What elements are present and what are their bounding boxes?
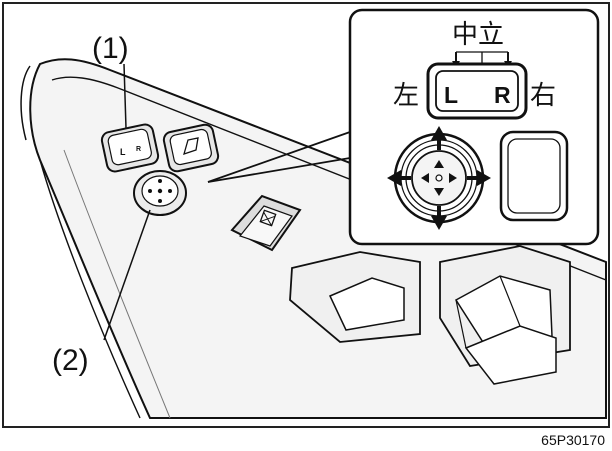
figure-code: 65P30170 [541, 432, 605, 448]
mirror-adjust-knob [133, 170, 187, 216]
inset-detail-panel: 中立 左 右 L R [348, 8, 600, 246]
inset-select-switch: L R [426, 62, 528, 120]
callout-2-label: (2) [52, 344, 89, 377]
tilt-down-arrow [431, 216, 447, 230]
inset-right-letter: R [494, 82, 511, 108]
inset-fold-switch [499, 130, 569, 222]
tilt-up-arrow [431, 126, 447, 140]
neutral-label: 中立 [452, 20, 504, 50]
callout-2-leader [103, 209, 151, 341]
tilt-right-arrow [477, 170, 491, 186]
switch-left-letter: L [120, 147, 126, 157]
mirror-fold-switch [162, 123, 220, 173]
window-lock-icon [259, 209, 277, 227]
inset-left-letter: L [444, 82, 458, 108]
tilt-left-arrow [387, 170, 401, 186]
callout-1-label: (1) [92, 32, 129, 65]
callout-1-leader [123, 63, 127, 129]
right-kanji-label: 右 [530, 81, 556, 111]
switch-right-letter: R [136, 146, 141, 153]
inset-leader-lines [207, 131, 351, 183]
power-window-switches [289, 245, 571, 385]
inset-adjust-knob [387, 126, 491, 230]
mirror-select-switch: L R [100, 123, 160, 173]
left-kanji-label: 左 [393, 81, 419, 111]
window-lock-switch [230, 194, 302, 252]
mirror-fold-icon [183, 137, 199, 156]
